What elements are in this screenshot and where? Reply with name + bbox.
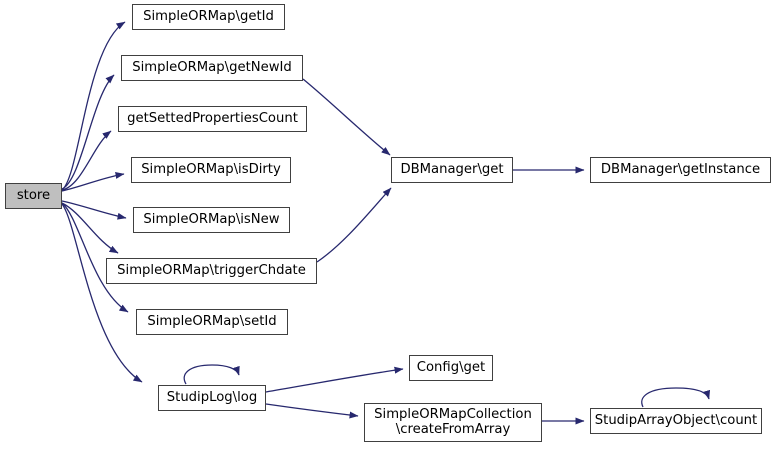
graph-node-setId[interactable]: SimpleORMap\setId [136, 309, 288, 335]
edge-count-self-loop [641, 387, 711, 408]
graph-node-createFromArray[interactable]: SimpleORMapCollection \createFromArray [364, 403, 542, 442]
graph-node-isNew[interactable]: SimpleORMap\isNew [133, 207, 290, 233]
graph-node-getSettedProps[interactable]: getSettedPropertiesCount [118, 106, 307, 132]
graph-node-dbManagerGetInst[interactable]: DBManager\getInstance [590, 157, 771, 183]
edge-store-to-studiplog [61, 203, 143, 383]
edge-getnewid-to-dbmanagerget [302, 78, 391, 156]
graph-node-store[interactable]: store [5, 183, 62, 209]
graph-node-configGet[interactable]: Config\get [409, 355, 493, 381]
graph-node-studipLog[interactable]: StudipLog\log [158, 385, 266, 411]
graph-node-label-studipLog: StudipLog\log [166, 389, 258, 405]
graph-node-label-isNew: SimpleORMap\isNew [143, 211, 280, 227]
graph-node-label-isDirty: SimpleORMap\isDirty [141, 161, 281, 177]
edge-studiplog-to-createfromarray [265, 403, 359, 419]
graph-node-label-dbManagerGet: DBManager\get [400, 161, 504, 177]
graph-node-dbManagerGet[interactable]: DBManager\get [391, 157, 513, 183]
graph-node-label-createFromArray: SimpleORMapCollection \createFromArray [374, 406, 532, 437]
graph-node-getNewId[interactable]: SimpleORMap\getNewId [121, 55, 303, 81]
edge-store-to-isdirty [61, 172, 125, 192]
edge-store-to-setid [61, 202, 129, 313]
graph-node-label-triggerChdate: SimpleORMap\triggerChdate [117, 262, 306, 278]
edge-studiplog-self-loop [183, 364, 240, 385]
graph-node-isDirty[interactable]: SimpleORMap\isDirty [131, 157, 291, 183]
graph-node-arrayObjectCount[interactable]: StudipArrayObject\count [590, 408, 762, 434]
graph-node-label-setId: SimpleORMap\setId [147, 313, 277, 329]
graph-node-label-dbManagerGetInst: DBManager\getInstance [600, 161, 761, 177]
graph-node-label-store: store [16, 187, 51, 203]
graph-node-label-configGet: Config\get [416, 359, 486, 375]
edge-triggerchdate-to-dbmanagerget [316, 187, 392, 263]
graph-node-triggerChdate[interactable]: SimpleORMap\triggerChdate [106, 258, 317, 284]
graph-node-getId[interactable]: SimpleORMap\getId [132, 4, 285, 30]
graph-node-label-arrayObjectCount: StudipArrayObject\count [594, 412, 758, 428]
edge-store-to-getnewid [61, 74, 115, 190]
graph-node-label-getNewId: SimpleORMap\getNewId [132, 59, 292, 75]
edge-store-to-triggerchdate [61, 202, 119, 254]
edge-studiplog-to-configget [265, 366, 404, 393]
graph-node-label-getId: SimpleORMap\getId [143, 8, 274, 24]
graph-node-label-getSettedProps: getSettedPropertiesCount [127, 110, 298, 126]
edge-store-to-getid [61, 21, 126, 191]
edge-store-to-isnew [61, 200, 127, 220]
edge-store-to-getsettedprops [61, 130, 112, 191]
